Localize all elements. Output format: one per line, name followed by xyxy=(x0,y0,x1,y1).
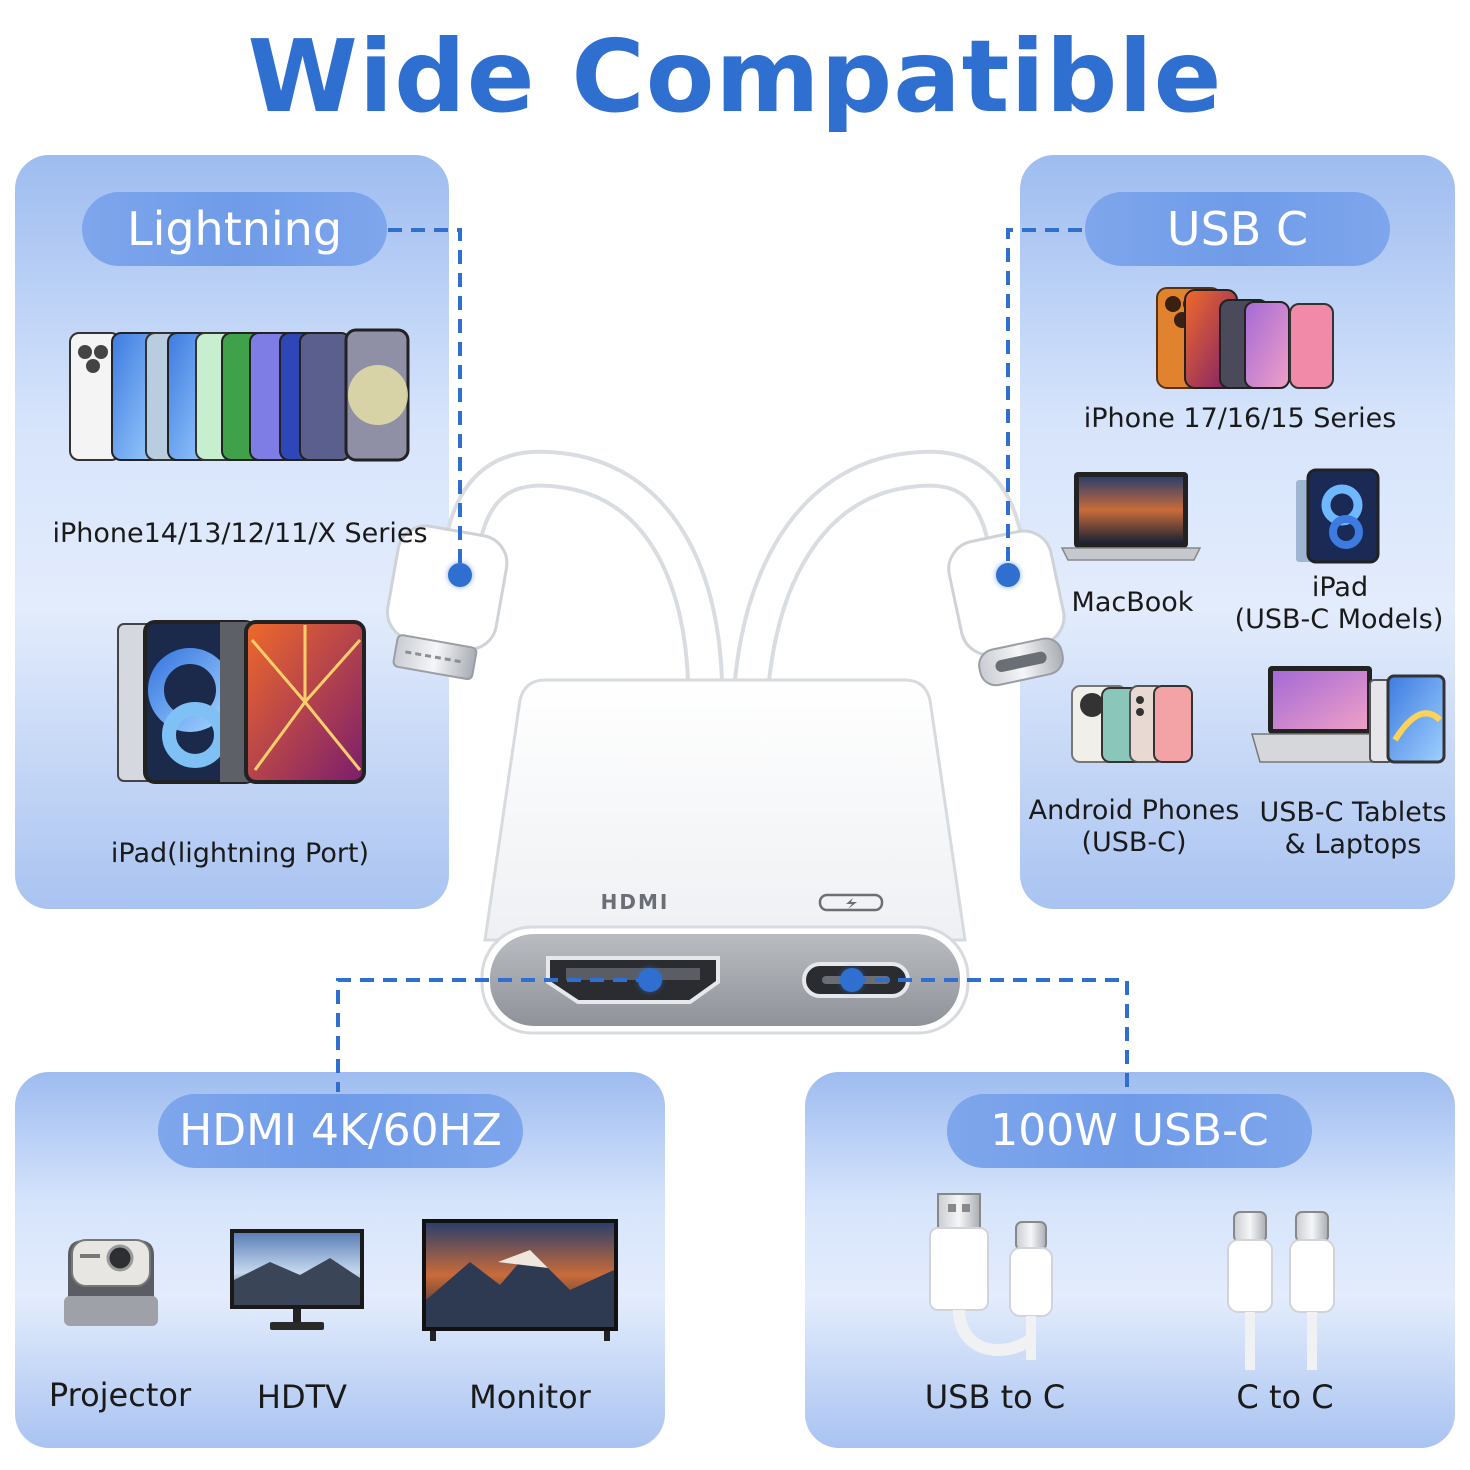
lightning-iphone-label: iPhone14/13/12/11/X Series xyxy=(52,518,428,549)
ipad-lineup-image xyxy=(117,620,366,784)
projector-image xyxy=(64,1239,158,1326)
usb-to-c-label: USB to C xyxy=(924,1378,1066,1416)
ipad-models-label: (USB-C Models) xyxy=(1234,604,1444,635)
usbc-iphone-image xyxy=(1156,287,1334,389)
iphone-lineup-image xyxy=(69,328,410,462)
ipad-usbc-image xyxy=(1296,468,1380,564)
usbc-tablets-laptops-image xyxy=(1251,666,1446,764)
monitor-label: Monitor xyxy=(469,1378,591,1416)
power-tag: 100W USB-C xyxy=(947,1094,1312,1168)
lightning-ipad-label: iPad(lightning Port) xyxy=(110,838,370,869)
hdmi-port-label: HDMI xyxy=(600,890,670,914)
lightning-tag: Lightning xyxy=(82,192,387,266)
hdmi-port-dot xyxy=(638,968,662,992)
android-usbc-label: (USB-C) xyxy=(1081,827,1187,858)
hdtv-image xyxy=(230,1229,364,1330)
tablets-label: USB-C Tablets xyxy=(1259,797,1447,828)
page-title: Wide Compatible xyxy=(247,18,1223,135)
usb-to-c-cable-image xyxy=(929,1193,1053,1360)
c-to-c-cable-image xyxy=(1227,1211,1335,1370)
macbook-label: MacBook xyxy=(1071,587,1194,618)
power-port-dot xyxy=(840,968,864,992)
c-to-c-label: C to C xyxy=(1236,1378,1334,1416)
ipad-label: iPad xyxy=(1311,572,1369,603)
macbook-image xyxy=(1060,472,1202,561)
laptops-label: & Laptops xyxy=(1284,829,1422,860)
monitor-image xyxy=(422,1219,618,1341)
hdmi-tag: HDMI 4K/60HZ xyxy=(158,1094,523,1168)
projector-label: Projector xyxy=(48,1376,192,1414)
usbc-iphone-label: iPhone 17/16/15 Series xyxy=(1083,403,1397,434)
usbc-tag: USB C xyxy=(1085,192,1390,266)
lightning-connector-dot xyxy=(448,563,472,587)
android-phones-image xyxy=(1071,685,1193,763)
hdtv-label: HDTV xyxy=(256,1378,348,1416)
usbc-connector-dot xyxy=(996,563,1020,587)
android-label: Android Phones xyxy=(1028,795,1240,826)
